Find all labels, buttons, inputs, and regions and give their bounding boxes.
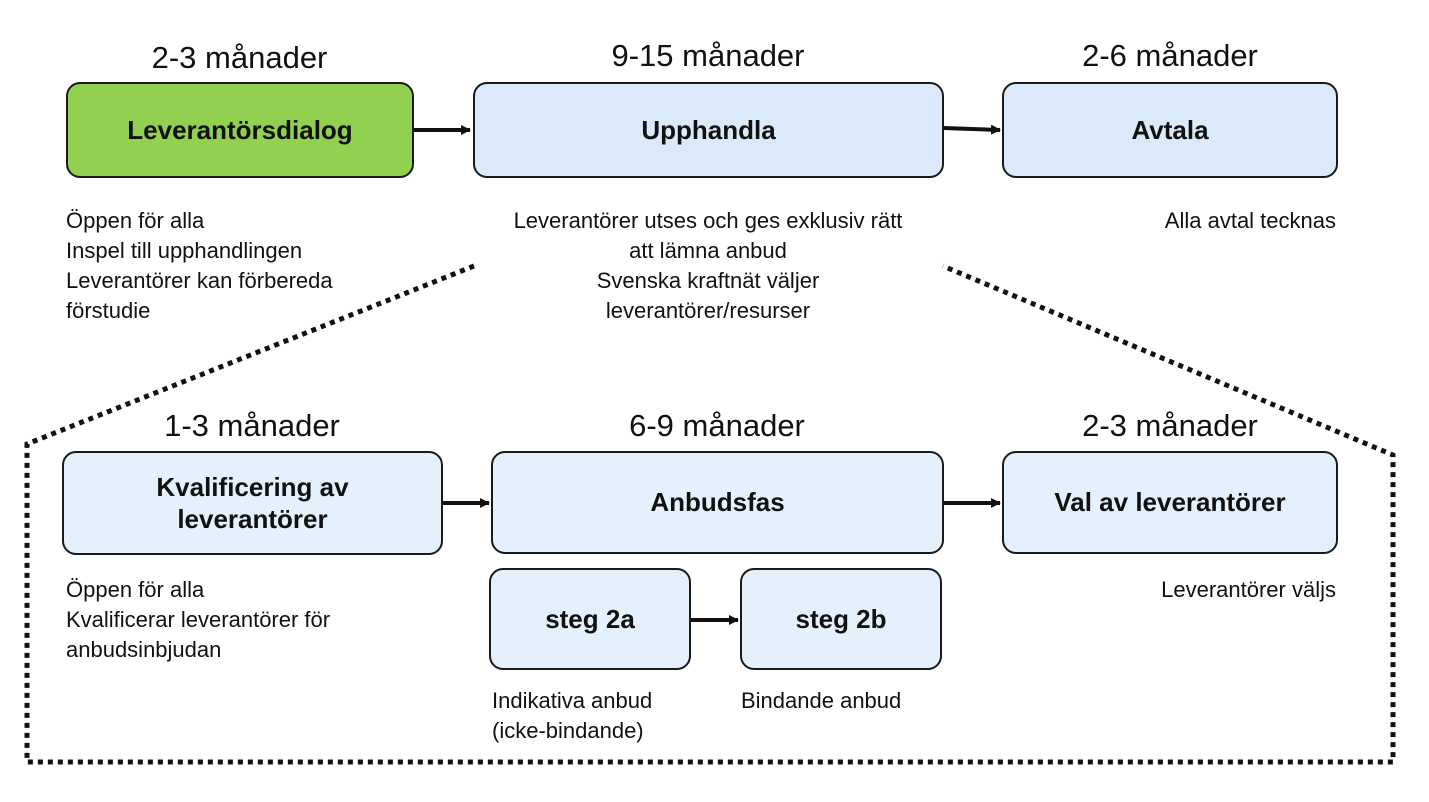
stage-leverantorsdialog-label: Leverantörsdialog <box>127 114 353 145</box>
stage-val-av-leverantorer[interactable]: Val av leverantörer <box>1002 451 1338 554</box>
desc-line: Indikativa anbud <box>492 688 653 713</box>
duration-anbudsfas: 6-9 månader <box>629 408 805 443</box>
stage-anbudsfas-label: Anbudsfas <box>650 487 785 518</box>
desc-line: Leverantörer kan förbereda <box>66 268 333 293</box>
desc-line: Leverantörer utses och ges exklusiv rätt <box>513 208 903 233</box>
desc-upphandla: Leverantörer utses och ges exklusiv rätt… <box>458 206 958 326</box>
desc-kvalificering: Öppen för alla Kvalificerar leverantörer… <box>66 575 330 665</box>
stage-leverantorsdialog[interactable]: Leverantörsdialog <box>66 82 414 178</box>
stage-val-av-leverantorer-label: Val av leverantörer <box>1054 487 1286 518</box>
duration-avtala: 2-6 månader <box>1082 38 1258 73</box>
arrow-upphandla-to-avtala <box>943 124 1001 135</box>
substep-steg-2a-label: steg 2a <box>545 603 635 634</box>
duration-upphandla: 9-15 månader <box>611 38 805 73</box>
desc-line: Öppen för alla <box>66 208 205 233</box>
desc-avtala: Alla avtal tecknas <box>1036 206 1336 236</box>
desc-line: Öppen för alla <box>66 577 205 602</box>
desc-line: Svenska kraftnät väljer <box>596 268 820 293</box>
stage-avtala[interactable]: Avtala <box>1002 82 1338 178</box>
substep-steg-2b[interactable]: steg 2b <box>740 568 942 670</box>
duration-leverantorsdialog: 2-3 månader <box>151 40 328 75</box>
substep-steg-2a[interactable]: steg 2a <box>489 568 691 670</box>
desc-line: Alla avtal tecknas <box>1164 208 1336 233</box>
stage-kvalificering-label-line: leverantörer <box>177 504 328 534</box>
stage-kvalificering[interactable]: Kvalificering av leverantörer <box>62 451 443 555</box>
desc-line: att lämna anbud <box>629 238 787 263</box>
duration-kvalificering: 1-3 månader <box>164 408 340 443</box>
desc-steg-2b: Bindande anbud <box>741 686 901 716</box>
desc-line: Leverantörer väljs <box>1161 577 1336 602</box>
substep-steg-2b-label: steg 2b <box>795 603 887 634</box>
desc-line: Bindande anbud <box>741 688 902 713</box>
stage-avtala-label: Avtala <box>1131 114 1209 145</box>
desc-line: Inspel till upphandlingen <box>66 238 303 263</box>
stage-kvalificering-label-line: Kvalificering av <box>156 471 349 502</box>
desc-line: (icke-bindande) <box>492 718 644 743</box>
desc-leverantorsdialog: Öppen för alla Inspel till upphandlingen… <box>66 206 333 326</box>
desc-line: förstudie <box>66 298 151 323</box>
stage-upphandla[interactable]: Upphandla <box>473 82 944 178</box>
duration-val-av-leverantorer: 2-3 månader <box>1082 408 1258 443</box>
desc-line: anbudsinbjudan <box>66 637 222 662</box>
desc-steg-2a: Indikativa anbud (icke-bindande) <box>492 686 652 746</box>
desc-line: leverantörer/resurser <box>605 298 811 323</box>
desc-line: Kvalificerar leverantörer för <box>66 607 331 632</box>
stage-anbudsfas[interactable]: Anbudsfas <box>491 451 944 554</box>
desc-val-av-leverantorer: Leverantörer väljs <box>1036 575 1336 605</box>
stage-upphandla-label: Upphandla <box>641 114 776 145</box>
zoom-outline-dotted <box>24 263 1396 765</box>
